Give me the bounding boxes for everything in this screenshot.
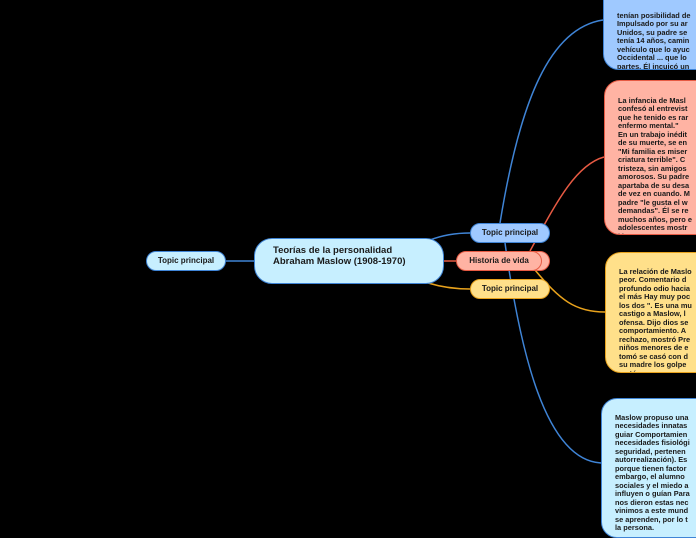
main-topic-top-label: Topic principal [481, 228, 539, 237]
subtopic-card-4-text: Maslow propuso una necesidades innatas g… [615, 412, 690, 532]
main-topic-bottom[interactable]: Topic principal [470, 279, 550, 299]
subtopic-card-3[interactable]: La relación de Maslo peor. Comentario d … [605, 252, 696, 373]
main-topic-bottom-label: Topic principal [481, 284, 539, 293]
subtopic-card-2[interactable]: La infancia de Masl confesó al entrevist… [604, 80, 696, 235]
left-main-topic-label: Topic principal [157, 256, 215, 265]
subtopic-card-1-text: tenían posibilidad de Impulsado por su a… [617, 10, 691, 70]
central-topic-label: Teorías de la personalidad Abraham Maslo… [273, 245, 406, 267]
left-main-topic[interactable]: Topic principal [146, 251, 226, 271]
main-topic-top[interactable]: Topic principal [470, 223, 550, 243]
subtopic-card-1[interactable]: tenían posibilidad de Impulsado por su a… [603, 0, 696, 70]
historia-de-vida-label: Historia de vida [469, 256, 529, 265]
connector-topic-top-to-card1 [499, 19, 604, 224]
subtopic-card-3-text: La relación de Maslo peor. Comentario d … [619, 266, 692, 373]
connector-central-to-topic-bottom [427, 282, 471, 290]
connector-topic-top-to-card4 [504, 242, 602, 464]
connector-central-to-topic-top [429, 232, 471, 241]
subtopic-card-4[interactable]: Maslow propuso una necesidades innatas g… [601, 398, 696, 538]
historia-de-vida-topic[interactable]: Historia de vida [456, 251, 542, 271]
connector-topic-bottom-to-card3 [534, 269, 606, 313]
central-topic[interactable]: Teorías de la personalidad Abraham Maslo… [254, 238, 444, 284]
subtopic-card-2-text: La infancia de Masl confesó al entrevist… [618, 95, 692, 234]
